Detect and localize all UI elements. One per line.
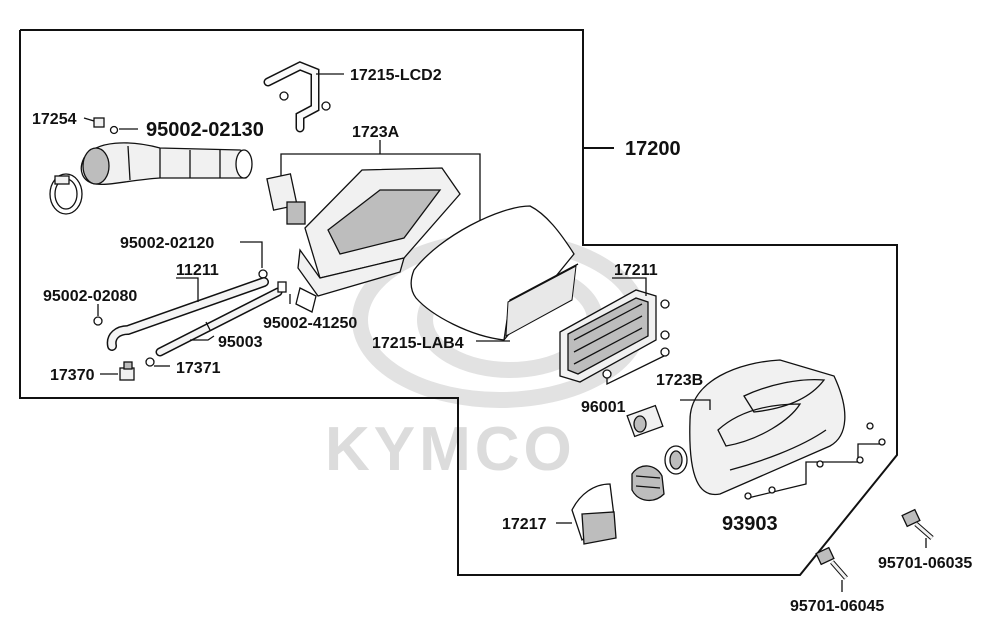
air-cleaner-cover-1723b-part	[664, 359, 846, 496]
filter-plate-17211-part	[559, 289, 670, 383]
label-17200: 17200	[625, 138, 681, 160]
intake-duct-part	[80, 142, 253, 186]
breather-hose-part	[263, 61, 331, 133]
leader-96001	[606, 355, 665, 386]
leader-95002-02120	[240, 241, 263, 268]
hose-clamp-part	[49, 173, 83, 215]
air-cleaner-case-1723a-part	[266, 167, 461, 313]
clip-95002-02120-part	[258, 269, 268, 279]
screw-96001-part	[602, 369, 612, 379]
label-1723a: 1723A	[352, 124, 400, 141]
label-95701-06035: 95701-06035	[878, 555, 972, 572]
label-93903: 93903	[722, 513, 778, 535]
label-95002-02120: 95002-02120	[120, 235, 214, 252]
label-17370: 17370	[50, 367, 95, 384]
clip-95002-41250-part	[277, 281, 291, 304]
label-17215-lab4: 17215-LAB4	[372, 335, 464, 352]
label-95003: 95003	[218, 334, 263, 351]
label-17254: 17254	[32, 111, 77, 128]
bolt-95701-06045-part	[815, 546, 848, 580]
watermark-text: KYMCO	[325, 415, 576, 484]
drain-hose-95003-part	[155, 287, 283, 357]
ring-17371-part	[145, 357, 155, 367]
label-95002-41250: 95002-41250	[263, 315, 357, 332]
leader-11211	[176, 277, 199, 302]
label-1723b: 1723B	[656, 372, 703, 389]
label-95002-02130: 95002-02130	[146, 119, 264, 141]
label-17211: 17211	[614, 262, 658, 279]
leader-1723b	[680, 399, 711, 410]
bolt-95701-06035-part	[901, 508, 934, 540]
plug-17370-part	[119, 361, 135, 381]
drain-hose-11211-part	[106, 277, 269, 351]
label-11211: 11211	[176, 262, 219, 279]
label-17217: 17217	[502, 516, 547, 533]
inlet-fitting-part	[626, 404, 664, 438]
label-17371: 17371	[176, 360, 221, 377]
leader-95003	[190, 335, 215, 341]
leader-17211	[612, 277, 647, 296]
leader-17254	[83, 117, 95, 122]
label-95701-06045: 95701-06045	[790, 598, 884, 615]
label-95002-02080: 95002-02080	[43, 288, 137, 305]
clamp-band-part	[631, 465, 665, 501]
label-96001: 96001	[581, 399, 626, 416]
assembly-boundary	[19, 29, 898, 576]
screw-17254-part	[93, 117, 105, 128]
leader-93903	[747, 443, 880, 499]
clip-95002-02130-part	[109, 125, 119, 135]
screws-93903-part	[744, 422, 886, 500]
label-17215-lcd2: 17215-LCD2	[350, 67, 442, 84]
intake-snorkel-17217-part	[571, 483, 617, 545]
clip-95002-02080-part	[93, 316, 103, 326]
filter-element-17215-lab4-part	[410, 205, 579, 341]
